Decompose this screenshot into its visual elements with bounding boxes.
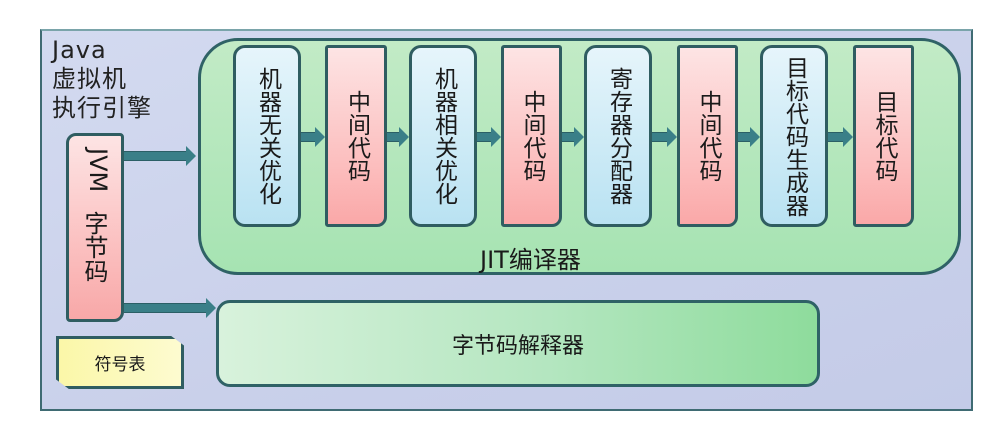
arrow-icon	[477, 127, 501, 147]
stage-label: 中间代码	[519, 90, 545, 182]
bytecode-interpreter-box: 字节码解释器	[216, 300, 820, 387]
stage-label: 机器无关优化	[254, 67, 281, 205]
arrow-icon	[828, 127, 853, 147]
jit-compiler-label: JIT编译器	[480, 246, 581, 274]
arrow-to-jit-icon	[124, 146, 196, 166]
symbol-table-label: 符号表	[94, 355, 146, 375]
stage-target-code: 目标代码	[853, 45, 914, 227]
arrow-icon	[301, 127, 325, 147]
jvm-label: JVM	[84, 148, 112, 193]
stage-label: 目标代码生成器	[781, 55, 808, 217]
stage-machine-independent-opt: 机器无关优化	[233, 45, 301, 227]
bytecode-label: 字节码	[80, 211, 108, 283]
stage-target-code-generator: 目标代码生成器	[760, 45, 828, 227]
stage-label: 中间代码	[343, 90, 370, 182]
engine-title: Java 虚拟机 执行引擎	[52, 36, 152, 122]
arrow-icon	[387, 127, 409, 147]
stage-label: 目标代码	[871, 90, 897, 182]
stage-intermediate-code-2: 中间代码	[501, 45, 562, 227]
stage-intermediate-code-3: 中间代码	[677, 45, 738, 227]
interpreter-label: 字节码解释器	[451, 333, 584, 359]
arrow-icon	[562, 127, 584, 147]
stage-machine-dependent-opt: 机器相关优化	[409, 45, 477, 227]
stage-label: 寄存器分配器	[605, 67, 632, 205]
stage-intermediate-code-1: 中间代码	[325, 45, 387, 227]
arrow-icon	[652, 127, 677, 147]
stage-label: 中间代码	[695, 90, 721, 182]
jvm-bytecode-box: JVM 字节码	[66, 133, 124, 322]
stage-label: 机器相关优化	[430, 67, 457, 205]
symbol-table-box: 符号表	[56, 336, 184, 389]
stage-register-allocator: 寄存器分配器	[584, 45, 652, 227]
arrow-icon	[738, 127, 760, 147]
arrow-to-interpreter-icon	[124, 298, 216, 318]
